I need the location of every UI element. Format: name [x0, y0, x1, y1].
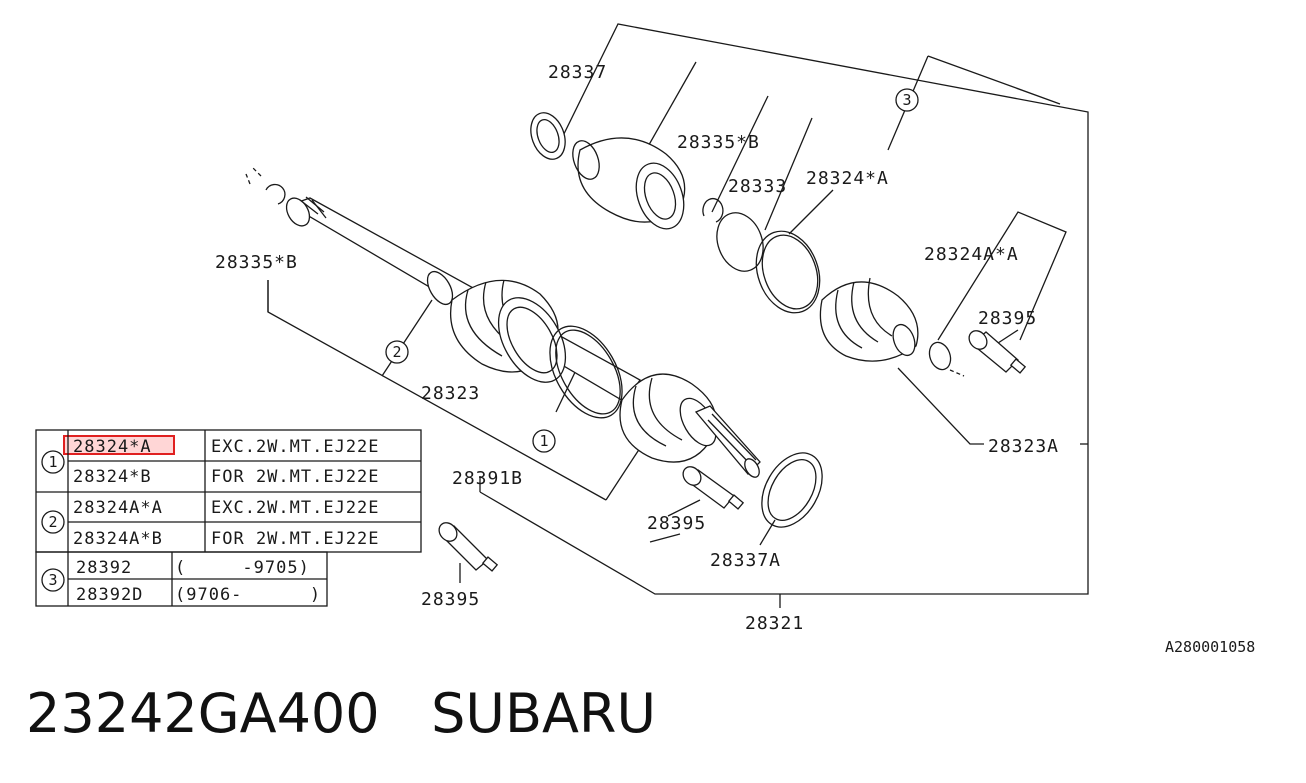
svg-text:2: 2 [48, 513, 57, 531]
callout-28324a-top: 28324*A [806, 168, 889, 189]
table-part-28324ab: 28324A*B [73, 529, 163, 549]
callout-28395-right: 28395 [978, 308, 1037, 329]
callout-28323: 28323 [421, 383, 480, 404]
svg-text:3: 3 [48, 571, 57, 589]
table-part-28392d: 28392D [76, 585, 143, 605]
boot-band-top [755, 230, 821, 314]
svg-text:1: 1 [48, 453, 57, 471]
table-note-3: EXC.2W.MT.EJ22E [211, 498, 380, 518]
part-callouts: 28337 28335*B 28333 28324*A 28324A*A 283… [215, 62, 1059, 634]
callout-28335b-top: 28335*B [677, 132, 760, 153]
outboard-joint [619, 373, 761, 478]
circled-refs: 3 2 1 [385, 88, 919, 453]
callout-28395-mid: 28395 [647, 513, 706, 534]
circled-ref-3: 3 [895, 88, 919, 112]
table-part-28392: 28392 [76, 558, 132, 578]
callout-28321: 28321 [745, 613, 804, 634]
grease-tube-right [968, 330, 1027, 374]
parts-drawings [245, 112, 1027, 572]
callout-28395-bottom: 28395 [421, 589, 480, 610]
small-clamp-right [928, 341, 965, 377]
caption-brand: SUBARU [431, 682, 656, 745]
snap-ring-top [702, 197, 724, 223]
clamp-band-28391b [549, 325, 623, 419]
oring-28333 [716, 212, 764, 272]
callout-28323a: 28323A [988, 436, 1059, 457]
grease-tube-mid [682, 466, 745, 510]
table-group-2: 2 [41, 510, 65, 534]
table-note-2: FOR 2W.MT.EJ22E [211, 467, 380, 487]
callout-28324aa: 28324A*A [924, 244, 1019, 265]
caption-part-number: 23242GA400 [26, 682, 380, 745]
circled-ref-1: 1 [532, 429, 556, 453]
circled-ref-2: 2 [385, 340, 409, 364]
doj-housing [530, 112, 686, 230]
reference-table: 1 2 3 28324*A 28324*B 28324A*A 28324A*B … [35, 429, 422, 607]
callout-28335b-left: 28335*B [215, 252, 298, 273]
callout-28337: 28337 [548, 62, 607, 83]
table-part-28324a: 28324*A [73, 437, 152, 457]
inboard-boot [450, 279, 567, 383]
table-note-1: EXC.2W.MT.EJ22E [211, 437, 380, 457]
boot-clamp-small [426, 270, 454, 306]
drawing-id: A280001058 [1165, 638, 1255, 656]
callout-28337a: 28337A [710, 550, 781, 571]
circlip-left [245, 167, 286, 205]
callout-28333: 28333 [728, 176, 787, 197]
table-group-1: 1 [41, 450, 65, 474]
ring-28337a [761, 452, 823, 528]
table-part-28324b: 28324*B [73, 467, 152, 487]
caption: 23242GA400 SUBARU [26, 682, 656, 745]
table-note-6: (9706- ) [175, 585, 321, 605]
callout-28391b: 28391B [452, 468, 523, 489]
table-group-3: 3 [41, 568, 65, 592]
table-note-5: ( -9705) [175, 558, 310, 578]
table-part-28324aa: 28324A*A [73, 498, 163, 518]
svg-text:2: 2 [392, 343, 401, 361]
highlight-box [63, 435, 175, 455]
boot-28323a [819, 277, 919, 362]
grease-tube-bottom [438, 522, 499, 572]
svg-text:1: 1 [539, 432, 548, 450]
svg-text:3: 3 [902, 91, 911, 109]
table-note-4: FOR 2W.MT.EJ22E [211, 529, 380, 549]
